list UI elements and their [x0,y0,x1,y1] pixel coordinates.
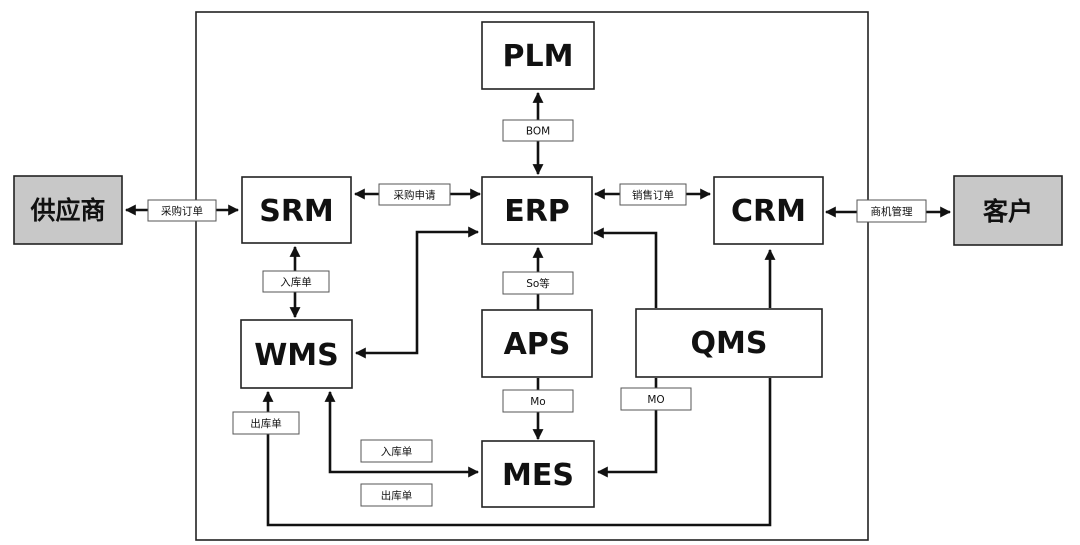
node-srm-label: SRM [259,194,334,229]
edge-qms-erp [592,227,658,308]
edge-labels: 采购订单 采购申请 BOM 销售订单 商机管理 入库单 So等 Mo [147,119,927,507]
label-opportunity: 商机管理 [856,199,927,223]
node-mes: MES [481,440,595,508]
label-purchase-request-text: 采购申请 [394,189,436,202]
node-plm: PLM [481,21,595,90]
label-inbound-srm-wms-text: 入库单 [280,276,312,289]
node-wms: WMS [240,319,353,389]
label-mo-qms: MO [620,387,692,411]
label-bom: BOM [502,119,574,142]
node-crm-label: CRM [731,194,806,229]
node-wms-label: WMS [254,338,339,373]
label-purchase-order: 采购订单 [147,199,217,222]
label-outbound-wms-text: 出库单 [250,417,282,430]
label-purchase-request: 采购申请 [378,183,451,206]
edge-wms-mes [324,390,480,478]
label-so: So等 [502,271,574,295]
nodes: 供应商 客户 PLM SRM ERP CRM WMS APS [13,21,1063,508]
system-boundary [195,11,869,541]
node-mes-label: MES [502,458,574,493]
node-erp-label: ERP [504,194,570,229]
label-mo-qms-text: MO [647,394,664,406]
label-mo-aps: Mo [502,389,574,413]
node-erp: ERP [481,176,593,245]
node-srm: SRM [241,176,352,244]
label-outbound-wms: 出库单 [232,411,300,435]
label-sales-order: 销售订单 [619,183,687,206]
label-inbound-srm-wms: 入库单 [262,270,330,293]
node-aps-label: APS [504,327,571,362]
label-bom-text: BOM [526,126,550,138]
label-opportunity-text: 商机管理 [871,205,913,218]
label-outbound-mes-text: 出库单 [381,489,413,502]
node-qms: QMS [635,308,823,378]
node-customer-label: 客户 [983,197,1033,226]
label-purchase-order-text: 采购订单 [161,205,203,218]
node-supplier: 供应商 [13,175,123,245]
edge-qms-wms-loop [262,378,772,527]
node-crm: CRM [713,176,824,245]
node-aps: APS [481,309,593,378]
node-plm-label: PLM [503,39,574,74]
label-sales-order-text: 销售订单 [632,189,674,202]
node-supplier-label: 供应商 [29,196,105,225]
label-inbound-mes: 入库单 [360,439,433,463]
label-so-text: So等 [526,277,550,290]
node-customer: 客户 [953,175,1063,246]
node-qms-label: QMS [691,326,768,361]
label-mo-aps-text: Mo [530,396,545,408]
label-inbound-mes-text: 入库单 [381,445,413,458]
label-outbound-mes: 出库单 [360,483,433,507]
edge-erp-wms [354,226,480,359]
